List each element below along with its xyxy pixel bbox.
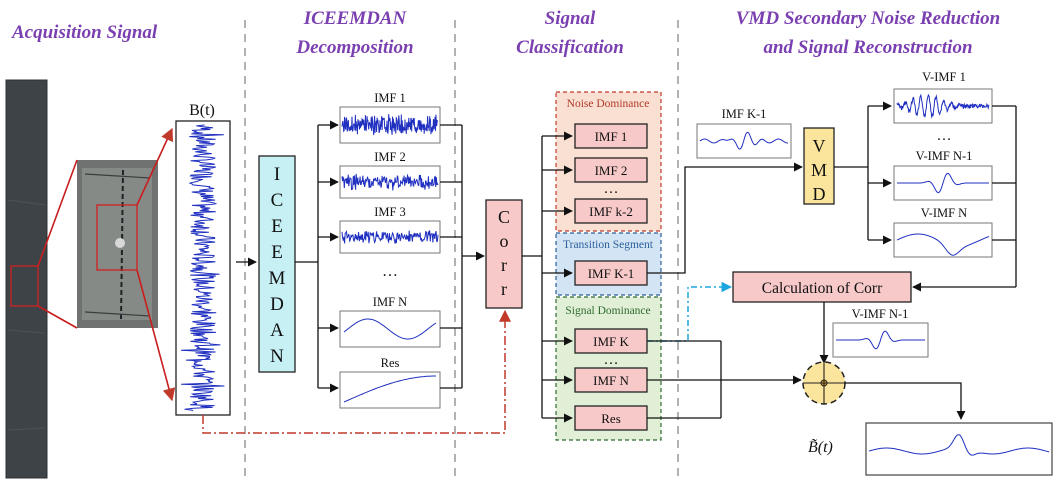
vimf1-trace — [896, 93, 990, 119]
zoom-connectors — [37, 127, 176, 402]
vmd-input-label: IMF K-1 — [722, 107, 767, 121]
noise-ellipsis: … — [604, 181, 619, 197]
closeup-zoom-region — [96, 204, 138, 271]
block-letter: V — [813, 136, 826, 156]
vimf1-label: V-IMF 1 — [922, 70, 966, 84]
calculation-of-corr-label: Calculation of Corr — [762, 280, 883, 297]
noise-dominance-title: Noise Dominance — [567, 98, 650, 110]
signal-to-sum-lines — [647, 340, 802, 419]
signal-label: B(t) — [189, 102, 215, 119]
header-acquisition: Acquisition Signal — [11, 22, 158, 43]
res-label: Res — [381, 356, 400, 370]
vimfn-trace — [896, 233, 990, 256]
signal-res-label: Res — [601, 411, 621, 426]
header-iceemdan-line1: ICEEMDAN — [303, 8, 408, 29]
imf2-trace — [341, 173, 439, 191]
block-letter: E — [271, 216, 283, 237]
corr-block — [485, 199, 523, 309]
vmd-block-label: VMD — [811, 136, 827, 204]
strip-zoom-region — [10, 265, 39, 307]
iceemdan-branch-lines — [295, 120, 339, 393]
section-dividers — [244, 20, 679, 478]
block-letter: D — [270, 294, 284, 315]
block-letter: o — [500, 231, 509, 251]
reconstructed-signal-trace — [868, 434, 1050, 456]
vimfn1-label: V-IMF N-1 — [916, 149, 973, 163]
corr-block-label: Corr — [498, 207, 510, 299]
signal-ellipsis: … — [604, 352, 619, 368]
header-vmd-line2: and Signal Reconstruction — [763, 37, 972, 58]
vimfn1-trace — [897, 172, 989, 194]
selected-vimf-trace — [836, 330, 925, 350]
noise-imf2-label: IMF 2 — [595, 163, 628, 178]
block-letter: M — [269, 268, 286, 289]
noise-imf1-label: IMF 1 — [595, 129, 628, 144]
imfk-to-calc-line — [647, 281, 733, 342]
imf3-label: IMF 3 — [374, 205, 406, 219]
transition-segment-title: Transition Segment — [563, 239, 654, 251]
corr-branch-lines — [522, 131, 573, 423]
signal-imfk-label: IMF K — [593, 334, 629, 349]
header-vmd-line1: VMD Secondary Noise Reduction — [736, 8, 1000, 29]
imfn-trace — [343, 318, 437, 340]
imf1-trace — [341, 114, 439, 136]
signal-feedback-line — [202, 309, 511, 434]
noise-imf2-box — [574, 157, 648, 183]
block-letter: C — [498, 207, 510, 227]
header-classification-line1: Signal — [545, 8, 596, 29]
vmd-input-trace — [699, 131, 788, 150]
noise-imfk2-label: IMF k-2 — [589, 204, 633, 219]
vimfn-plot — [893, 222, 993, 258]
iceemdan-block — [258, 155, 296, 373]
imfn-plot — [339, 310, 441, 348]
imf3-trace — [341, 230, 439, 244]
block-letter: D — [813, 184, 826, 204]
res-trace — [343, 375, 436, 403]
block-letter: E — [271, 242, 283, 263]
block-letter: C — [271, 190, 284, 211]
signal-imfn-label: IMF N — [593, 373, 629, 388]
selected-vimf-label: V-IMF N-1 — [852, 307, 909, 321]
imf-merge-lines — [440, 124, 485, 389]
signal-res-box — [574, 405, 648, 431]
block-letter: r — [501, 255, 507, 275]
block-letter: N — [270, 346, 284, 367]
vimf-ellipsis: … — [937, 128, 952, 144]
signal-imfn-box — [574, 367, 648, 393]
header-iceemdan-line2: Decomposition — [295, 37, 413, 58]
acquired-signal-trace — [180, 124, 225, 412]
imf1-label: IMF 1 — [374, 91, 406, 105]
imfk1-to-vmd-line — [647, 162, 803, 274]
vimfn-label: V-IMF N — [921, 206, 967, 220]
reconstructed-signal-label: B̃(t) — [808, 438, 833, 456]
specimen-closeup-photo — [77, 160, 158, 328]
imfn-label: IMF N — [373, 295, 407, 309]
transition-imfk1-label: IMF K-1 — [588, 266, 635, 281]
vmd-block — [803, 127, 835, 205]
signal-dominance-title: Signal Dominance — [565, 305, 650, 317]
noise-imfk2-box — [574, 198, 648, 224]
res-plot — [339, 371, 441, 409]
sum-to-output-line — [845, 382, 966, 420]
iceemdan-block-label: ICEEMDAN — [269, 164, 286, 367]
header-classification-line2: Classification — [516, 37, 624, 58]
block-letter: I — [274, 164, 280, 185]
imf2-label: IMF 2 — [374, 150, 406, 164]
signal-imfk-box — [574, 328, 648, 354]
vmd-merge-lines — [912, 105, 1017, 292]
specimen-strip-photo — [5, 79, 48, 479]
imf-ellipsis: … — [382, 263, 398, 280]
block-letter: A — [270, 320, 284, 341]
calculation-of-corr-box — [732, 271, 912, 303]
block-letter: M — [811, 160, 827, 180]
noise-imf1-box — [574, 123, 648, 149]
block-letter: r — [501, 279, 507, 299]
vmd-branch-lines — [834, 101, 892, 245]
